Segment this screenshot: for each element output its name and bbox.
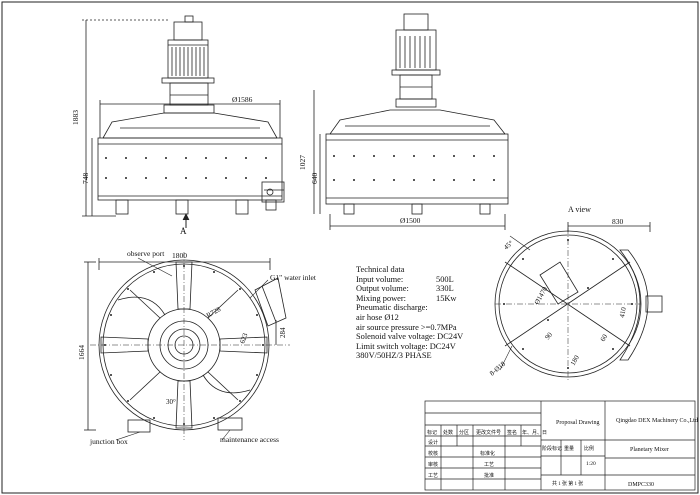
junction-box-label: junction box — [89, 437, 128, 446]
rev-sign-header: 签名 — [507, 429, 517, 436]
water-inlet-label: G1" water inlet — [270, 273, 317, 282]
tech-output-label: Output volume: — [356, 284, 409, 294]
model-number: DMPC330 — [628, 482, 654, 488]
rev-date-header: 年、月、日 — [522, 429, 547, 436]
dim-top-width: 1800 — [172, 251, 187, 260]
tech-row-power: Mixing power: 15Kw — [356, 294, 463, 304]
tech-row-input: Input volume: 500L — [356, 275, 463, 285]
maintenance-access-label: maintenance access — [220, 435, 279, 444]
stage-header: 阶段标记 — [542, 445, 562, 452]
title-block — [424, 400, 696, 491]
weight-header: 重量 — [564, 445, 574, 452]
front-view-marker: A — [180, 226, 187, 236]
scale-value: 1:20 — [586, 461, 596, 467]
a-view-title: A view — [568, 205, 591, 214]
rev-zone-header: 分区 — [459, 429, 469, 436]
dim-a-180: 180 — [569, 353, 581, 367]
dim-a-410: 410 — [618, 306, 628, 318]
tech-row-output: Output volume: 330L — [356, 284, 463, 294]
front-view — [82, 15, 285, 228]
dim-front-body: 748 — [81, 173, 90, 185]
dim-side-diameter: Ø1500 — [400, 216, 421, 225]
a-view — [494, 222, 663, 380]
technical-data-title: Technical data — [356, 265, 405, 274]
rev-mark-header: 标记 — [427, 429, 437, 436]
process-label: 工艺 — [484, 462, 494, 468]
dim-a-diam: Ø1470 — [533, 285, 550, 306]
company-name: Qingdao DEX Machinery Co.,Ltd — [616, 418, 698, 424]
rev-file-header: 更改文件号 — [476, 429, 501, 436]
tech-line-pressure: air source pressure >=0.7MPa — [356, 322, 457, 332]
dim-a-90: 90 — [543, 330, 554, 341]
tech-power-label: Mixing power: — [356, 293, 407, 303]
dim-top-284: 284 — [279, 327, 287, 338]
tech-line-solenoid: Solenoid valve voltage: DC24V — [356, 332, 464, 342]
tech-line-limit: Limit switch voltage: DC24V — [356, 341, 456, 351]
tech-line-hose: air hose Ø12 — [356, 312, 399, 322]
role-check: 校核 — [428, 450, 438, 457]
dim-top-height: 1664 — [77, 345, 86, 360]
standardization-label: 标准化 — [480, 450, 495, 457]
dim-top-623: 623 — [238, 332, 249, 345]
rev-count-header: 处数 — [443, 429, 453, 436]
tech-output-value: 330L — [436, 284, 454, 294]
dim-side-body: 640 — [310, 173, 319, 185]
product-name: Planetary Mixer — [630, 447, 669, 453]
dim-front-height: 1883 — [71, 110, 80, 125]
dim-side-height: 1027 — [298, 155, 307, 170]
side-body — [325, 133, 509, 205]
scale-header: 比例 — [584, 445, 594, 452]
tech-power-value: 15Kw — [436, 293, 457, 303]
dim-top-angle: 30° — [166, 398, 176, 406]
role-design: 设计 — [428, 439, 438, 446]
front-body — [97, 137, 283, 201]
tech-line-power: 380V/50HZ/3 PHASE — [356, 351, 432, 361]
front-gearbox — [169, 82, 209, 106]
tech-line-pneumatic: Pneumatic discharge: — [356, 303, 428, 313]
dim-a-45: 45° — [502, 239, 515, 252]
drawing-type: Proposal Drawing — [556, 420, 600, 426]
sheet-info: 共 1 张 第 1 张 — [552, 480, 583, 487]
tech-input-label: Input volume: — [356, 274, 404, 284]
tech-input-value: 500L — [436, 274, 454, 284]
dim-a-holes: 8-Ø18 — [488, 360, 507, 378]
role-process: 工艺 — [428, 473, 438, 479]
role-review: 审核 — [428, 461, 438, 468]
dim-front-diameter: Ø1586 — [232, 95, 253, 104]
technical-data-panel: Technical data Input volume: 500L Output… — [356, 265, 463, 361]
top-view — [84, 252, 290, 441]
observe-port-label: observe port — [127, 249, 165, 258]
dim-a-60: 60 — [599, 333, 610, 343]
side-view — [313, 13, 509, 230]
approval-label: 批准 — [484, 472, 494, 479]
dim-a-width: 830 — [612, 217, 624, 226]
